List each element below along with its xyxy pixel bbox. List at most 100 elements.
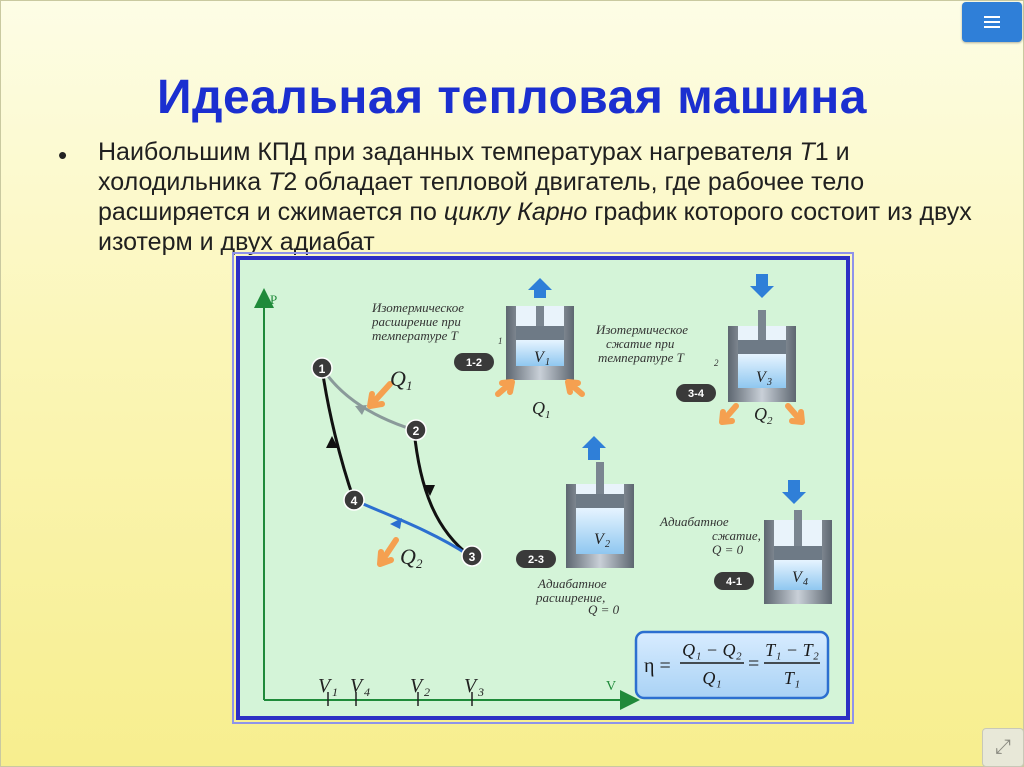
body-paragraph: Наибольшим КПД при заданных температурах… bbox=[98, 137, 978, 257]
v-tick-v3: V 3 bbox=[464, 675, 484, 706]
bullet-marker: • bbox=[58, 140, 68, 170]
piston-rod bbox=[536, 306, 544, 326]
text-part: и холодильника bbox=[98, 138, 850, 196]
down-arrow-icon bbox=[750, 274, 774, 298]
q1-index: 1 bbox=[406, 378, 413, 393]
state-point-1: 1 bbox=[311, 357, 333, 379]
v-tick-label: V bbox=[318, 675, 333, 697]
heat-arrow-icon bbox=[719, 403, 739, 425]
up-arrow-icon bbox=[528, 278, 552, 298]
up-arrow-icon bbox=[582, 436, 606, 460]
menu-button[interactable] bbox=[962, 2, 1022, 42]
stage-badge-label: 4-1 bbox=[726, 576, 742, 588]
heat-arrow-icon bbox=[495, 379, 515, 397]
volume-index: 1 bbox=[545, 357, 550, 368]
isotherm-3-4 bbox=[353, 498, 471, 558]
volume-label: V bbox=[534, 349, 546, 366]
stage-2-3: V 2 2-3 Адиабатное расширение, Q = 0 bbox=[516, 436, 634, 617]
stage-caption: Адиабатное расширение, Q = 0 bbox=[535, 576, 620, 617]
heat-arrow-icon bbox=[565, 379, 585, 397]
stage-badge-label: 3-4 bbox=[688, 388, 705, 400]
q2-label: Q bbox=[400, 544, 416, 569]
stage-caption: Изотермическое сжатие при температуре T bbox=[595, 322, 691, 365]
v-tick-index: 1 bbox=[332, 685, 338, 699]
piston bbox=[738, 340, 786, 354]
direction-arrow-icon bbox=[326, 436, 338, 448]
t2-index: 2 bbox=[283, 168, 298, 196]
heat-arrow-icon bbox=[785, 403, 805, 425]
formula-box bbox=[634, 630, 830, 700]
v-axis-label: V bbox=[606, 679, 616, 694]
adiabat-4-1 bbox=[320, 367, 356, 501]
piston-rod bbox=[596, 462, 604, 496]
q2-index: 2 bbox=[416, 556, 423, 571]
q1-label: Q bbox=[390, 366, 406, 391]
heat-index: 1 bbox=[545, 409, 551, 421]
volume-label: V bbox=[594, 531, 606, 548]
stage-1-2: Изотермическое расширение при температур… bbox=[371, 278, 585, 421]
heat-arrow-icon bbox=[377, 537, 399, 567]
v-tick-label: V bbox=[410, 675, 425, 697]
volume-label: V bbox=[756, 369, 768, 386]
fullscreen-button[interactable]: ⤢ bbox=[982, 728, 1024, 767]
v-tick-v1: V 1 bbox=[318, 675, 338, 706]
state-point-label: 2 bbox=[413, 424, 420, 438]
adiabat-2-3 bbox=[412, 429, 471, 558]
volume-index: 4 bbox=[803, 577, 808, 588]
formula-eq: = bbox=[748, 653, 759, 675]
t2-symbol: T bbox=[268, 168, 284, 196]
gas-volume bbox=[516, 340, 564, 366]
heat-label: Q bbox=[754, 404, 767, 424]
gas-volume bbox=[738, 354, 786, 388]
down-arrow-icon bbox=[782, 480, 806, 504]
heat-arrow-icon bbox=[367, 381, 393, 409]
gas-volume bbox=[774, 560, 822, 590]
t1-index: 1 bbox=[814, 138, 829, 166]
fullscreen-icon: ⤢ bbox=[995, 736, 1011, 758]
gas-volume bbox=[576, 508, 624, 554]
volume-label: V bbox=[792, 569, 804, 586]
state-point-label: 1 bbox=[319, 362, 326, 376]
menu-icon bbox=[984, 16, 1000, 18]
menu-icon-line bbox=[984, 26, 1000, 28]
v-tick-v4: V 4 bbox=[350, 675, 370, 706]
stage-badge bbox=[676, 384, 716, 402]
heat-index: 2 bbox=[767, 415, 773, 427]
efficiency-formula: η = Q₁ − Q₂ Q₁ = T₁ − T₂ T₁ bbox=[634, 630, 830, 700]
carnot-diagram-svg: P V V 1 V 4 V 2 V 3 bbox=[254, 274, 832, 710]
stage-caption: Изотермическое расширение при температур… bbox=[371, 300, 467, 343]
v-tick-index: 2 bbox=[424, 685, 430, 699]
stage-badge-label: 2-3 bbox=[528, 554, 544, 566]
formula-den2: T₁ bbox=[784, 668, 800, 688]
piston-rod bbox=[758, 310, 766, 340]
v-tick-index: 4 bbox=[364, 685, 370, 699]
volume-index: 2 bbox=[605, 539, 610, 550]
piston bbox=[774, 546, 822, 560]
stage-badge bbox=[516, 550, 556, 568]
stage-badge-label: 1-2 bbox=[466, 357, 482, 369]
stage-3-4: Изотермическое сжатие при температуре T … bbox=[595, 274, 805, 427]
formula-den1: Q₁ bbox=[702, 668, 721, 688]
slide-title: Идеальная тепловая машина bbox=[157, 71, 867, 124]
piston bbox=[576, 494, 624, 508]
direction-arrow-icon bbox=[424, 485, 435, 496]
state-point-2: 2 bbox=[405, 419, 427, 441]
state-point-label: 3 bbox=[469, 550, 476, 564]
carnot-cycle-term: циклу Карно bbox=[443, 198, 588, 226]
v-tick-label: V bbox=[464, 675, 479, 697]
formula-eta: η = bbox=[644, 655, 671, 677]
piston-rod bbox=[794, 510, 802, 546]
formula-num2: T₁ − T₂ bbox=[765, 640, 819, 660]
text-part: Наибольшим КПД при заданных температурах… bbox=[98, 138, 800, 166]
t1-symbol: T bbox=[799, 138, 815, 166]
text-part: график которого состоит из двух изотерм … bbox=[98, 198, 972, 256]
p-axis-label: P bbox=[270, 292, 277, 307]
menu-icon-line bbox=[984, 21, 1000, 23]
formula-num1: Q₁ − Q₂ bbox=[682, 640, 742, 660]
stage-badge bbox=[714, 572, 754, 590]
state-point-label: 4 bbox=[351, 494, 358, 508]
stage-caption: Адиабатное сжатие, Q = 0 bbox=[659, 514, 764, 557]
direction-arrow-icon bbox=[390, 518, 402, 529]
state-point-4: 4 bbox=[343, 489, 365, 511]
v-tick-label: V bbox=[350, 675, 365, 697]
